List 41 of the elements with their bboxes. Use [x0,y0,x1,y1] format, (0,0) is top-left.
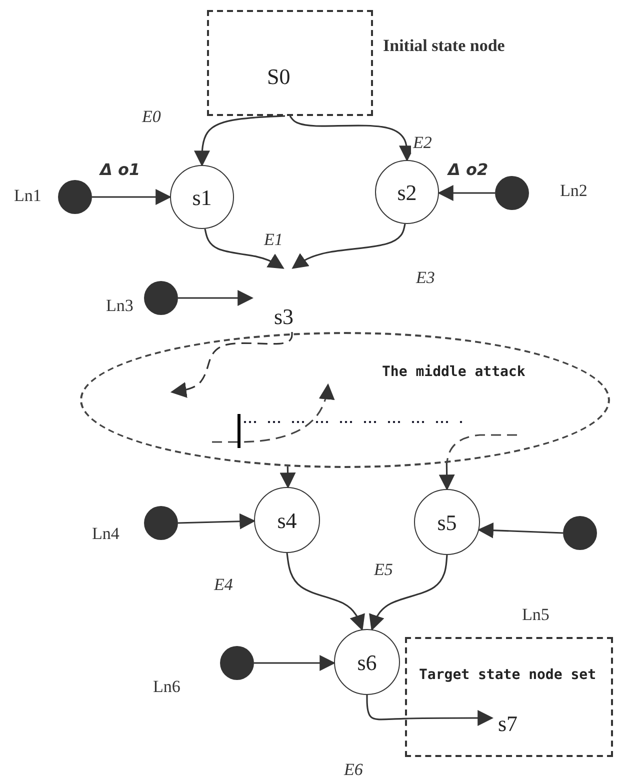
input-dot [220,646,254,680]
arrow [194,115,286,167]
region-title: The middle attack [382,364,526,380]
arrow [438,462,455,491]
input-dot [58,180,92,214]
node-label: Ln1 [14,186,42,206]
state-name: S0 [267,64,290,90]
state-label: s3 [252,268,322,332]
input-dot [144,506,178,540]
arrow [369,554,448,631]
annotation-text: Initial state node [383,36,505,56]
input-dot [563,516,597,550]
dashed-box [405,637,613,757]
state-name: s4 [276,507,298,535]
dashed-box [207,10,373,116]
node-label: Ln6 [153,677,180,697]
arrow [437,185,495,201]
input-dot [144,281,178,315]
arrow [178,513,256,530]
input-dot [495,176,529,210]
state-name: s5 [436,509,458,537]
node-label: Ln5 [522,605,550,625]
node-label: Ln2 [560,181,588,201]
arrow [204,228,284,269]
node-label: Ln3 [106,296,134,316]
node-label: Ln4 [92,524,120,544]
arrow [366,695,494,726]
state-name: s1 [191,184,213,212]
arrow [170,332,293,398]
arrow [286,552,365,631]
region-title: Target state node set [419,667,596,683]
state-name: s6 [356,649,378,677]
arrow [178,290,254,306]
arrow [292,224,406,269]
arrow [254,655,336,671]
state-label: s7 [492,707,536,743]
dashed-ellipse [80,332,610,468]
state-name: s2 [396,179,418,207]
arrow [477,522,564,538]
arrow [280,466,296,489]
arrow [92,189,172,205]
